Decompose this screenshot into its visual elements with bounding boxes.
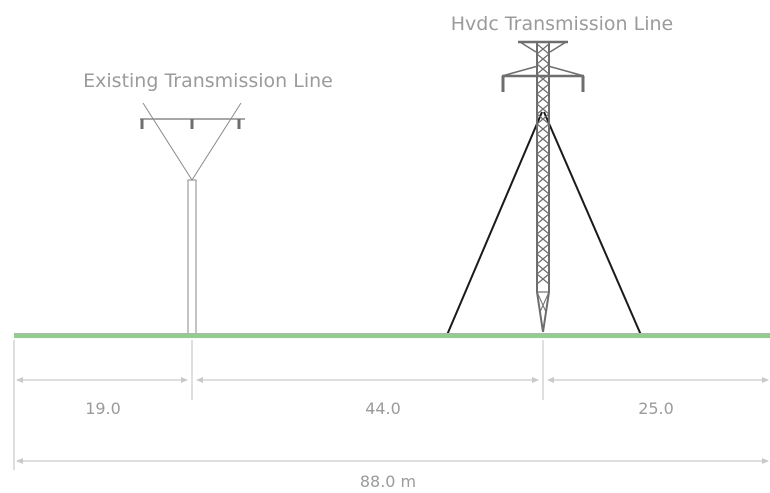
lattice-brace xyxy=(536,153,550,165)
dim-label-seg2: 44.0 xyxy=(365,399,401,418)
pole-shaft xyxy=(187,179,197,338)
lattice-brace xyxy=(536,73,550,85)
guy-wires xyxy=(446,111,642,336)
guy-wire-right xyxy=(543,111,642,336)
hvdc-tower xyxy=(501,40,585,333)
dimension-lines xyxy=(13,340,769,470)
lattice-brace xyxy=(536,143,550,155)
lattice-brace xyxy=(536,133,550,145)
lattice-brace xyxy=(536,233,550,245)
lattice-brace xyxy=(536,63,550,75)
guy-wire-left xyxy=(446,111,543,336)
dim-label-seg3: 25.0 xyxy=(638,399,674,418)
lattice-brace xyxy=(536,173,550,185)
lattice-brace xyxy=(536,253,550,265)
lattice-brace xyxy=(536,53,550,65)
existing-line-title: Existing Transmission Line xyxy=(83,70,333,92)
lattice-brace xyxy=(536,93,550,105)
lattice-brace xyxy=(536,243,550,255)
lattice-brace xyxy=(536,193,550,205)
pole-brace-right xyxy=(191,102,242,181)
lattice-brace xyxy=(536,163,550,175)
lattice-brace xyxy=(536,263,550,275)
dim-label-seg1: 19.0 xyxy=(85,399,121,418)
lattice-brace xyxy=(536,43,550,55)
lattice-brace xyxy=(536,273,550,285)
ground-line xyxy=(14,333,770,338)
lattice-brace xyxy=(536,103,550,115)
hvdc-line-title: Hvdc Transmission Line xyxy=(451,13,673,35)
pole-brace-left xyxy=(142,102,193,181)
lattice-brace xyxy=(536,113,550,125)
dim-label-total: 88.0 m xyxy=(360,472,416,491)
existing-pole xyxy=(140,102,245,338)
lattice-brace xyxy=(536,203,550,215)
pole-insulators xyxy=(140,119,241,129)
lattice-brace xyxy=(536,213,550,225)
lattice-brace xyxy=(536,183,550,195)
tower-lattice xyxy=(536,43,550,285)
tower-insulators xyxy=(501,76,585,92)
lattice-brace xyxy=(536,223,550,235)
lattice-brace xyxy=(536,123,550,135)
lattice-brace xyxy=(536,83,550,95)
